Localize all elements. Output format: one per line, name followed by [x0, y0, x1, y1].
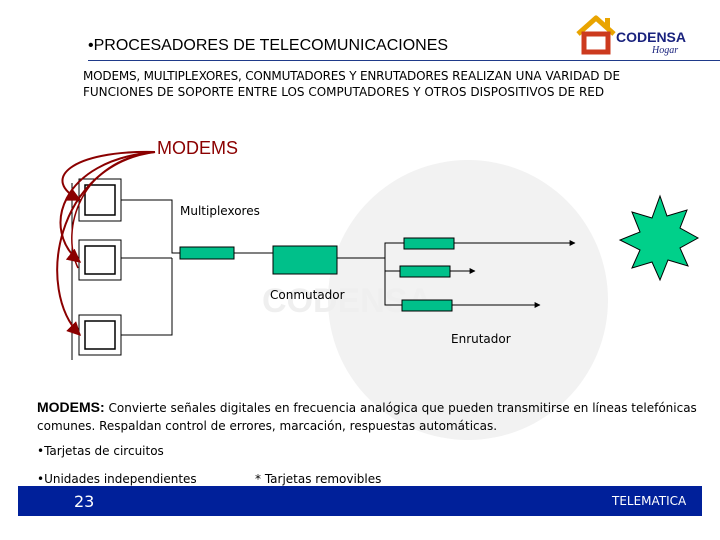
- intro-caps: MODEMS, MULTIPLEXORES, CONMUTADORES Y EN…: [83, 69, 449, 83]
- bullet-tarjetas-removibles: * Tarjetas removibles: [255, 472, 382, 486]
- computer-1: [78, 178, 122, 222]
- router-device-2: [399, 265, 451, 278]
- label-conmutador: Conmutador: [270, 288, 345, 302]
- bullet-tarjetas-circuitos: •Tarjetas de circuitos: [37, 444, 164, 458]
- modem-arrow-3: [56, 151, 156, 336]
- watermark-circle: [328, 160, 608, 440]
- label-enrutador: Enrutador: [451, 332, 511, 346]
- slide-title: •PROCESADORES DE TELECOMUNICACIONES: [88, 37, 449, 54]
- title-underline: [88, 60, 720, 61]
- footer-label: TELEMATICA: [612, 494, 687, 508]
- network-cloud-icon: [618, 194, 700, 282]
- modem-arrow-1: [61, 150, 156, 201]
- description-text: Convierte señales digitales en frecuenci…: [37, 401, 697, 433]
- computer-2: [78, 239, 122, 281]
- section-heading: MODEMS: [157, 138, 238, 158]
- bullet-unidades-independientes: •Unidades independientes: [37, 472, 197, 486]
- footer-bar: [18, 486, 702, 516]
- router-device-1: [403, 237, 455, 250]
- conmutador-device: [272, 245, 338, 275]
- router-device-3: [401, 299, 453, 312]
- page-number: 23: [74, 492, 95, 511]
- intro-rest: REALIZAN UNA VARIDAD DE FUNCIONES DE SOP…: [83, 69, 621, 99]
- logo-brand: CODENSA: [616, 29, 687, 45]
- logo-sub: Hogar: [652, 45, 679, 56]
- multiplexor-device: [179, 246, 235, 260]
- intro-paragraph: MODEMS, MULTIPLEXORES, CONMUTADORES Y EN…: [83, 68, 643, 100]
- codensa-logo: [576, 15, 616, 55]
- modems-description: MODEMS: Convierte señales digitales en f…: [37, 398, 697, 435]
- label-multiplexores: Multiplexores: [180, 204, 260, 218]
- modem-arrow-4: [71, 151, 156, 269]
- modem-arrow-2: [59, 151, 156, 263]
- computer-3: [78, 314, 122, 356]
- description-term: MODEMS:: [37, 399, 105, 415]
